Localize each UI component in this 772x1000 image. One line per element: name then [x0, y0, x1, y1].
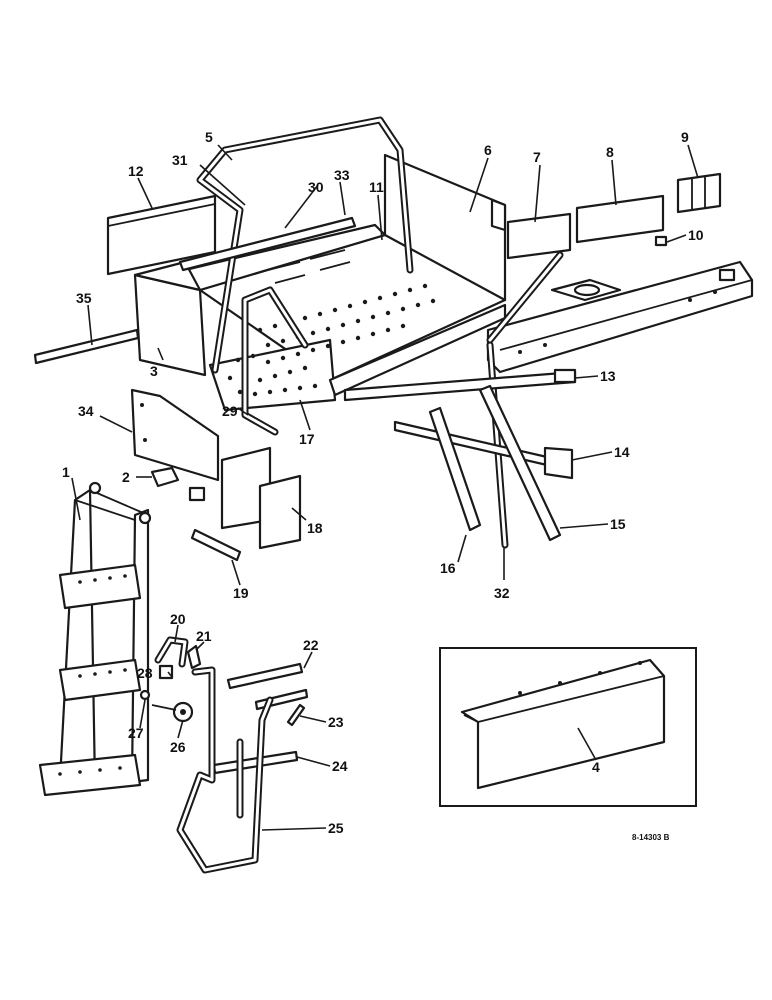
callout-31: 31 [172, 152, 188, 168]
plate-9 [676, 172, 722, 214]
clip-2 [150, 466, 180, 488]
plate-8 [575, 194, 665, 244]
callout-25: 25 [328, 820, 344, 836]
callout-28: 28 [137, 665, 153, 681]
ladder-1 [38, 481, 152, 797]
platform-floor [133, 153, 507, 412]
leader-lines [71, 144, 699, 831]
callout-19: 19 [233, 585, 249, 601]
bar-24 [212, 750, 299, 775]
callout-5: 5 [205, 129, 213, 145]
strip-19 [190, 528, 242, 562]
strap-16 [428, 406, 482, 532]
callout-11: 11 [369, 179, 384, 195]
callout-16: 16 [440, 560, 456, 576]
callout-9: 9 [681, 129, 689, 145]
bracket-34 [130, 388, 220, 482]
washer-27 [139, 689, 151, 701]
callout-3: 3 [150, 363, 158, 379]
bolt-21 [186, 644, 202, 670]
callouts: 5 6 7 8 9 10 11 12 13 14 15 16 17 18 19 … [62, 129, 704, 842]
u-bolt-20 [154, 636, 189, 668]
callout-14: 14 [614, 444, 630, 460]
callout-15: 15 [610, 516, 626, 532]
callout-18: 18 [307, 520, 323, 536]
frame-rail [486, 260, 754, 374]
callout-21: 21 [196, 628, 212, 644]
callout-35: 35 [76, 290, 92, 306]
callout-29: 29 [222, 403, 238, 419]
callout-12: 12 [128, 163, 144, 179]
callout-30: 30 [308, 179, 324, 195]
spring-26 [151, 701, 194, 723]
step-loop-25 [176, 666, 274, 874]
brace-13 [343, 368, 577, 402]
callout-27: 27 [128, 725, 144, 741]
callout-32: 32 [494, 585, 510, 601]
clip-small [188, 486, 206, 502]
drawing-code: 8-14303 B [632, 833, 670, 842]
handrail-29 [241, 286, 309, 436]
callout-10: 10 [688, 227, 704, 243]
callout-7: 7 [533, 149, 541, 165]
callout-1: 1 [62, 464, 70, 480]
callout-4: 4 [592, 759, 600, 775]
callout-22: 22 [303, 637, 319, 653]
callout-23: 23 [328, 714, 344, 730]
callout-24: 24 [332, 758, 348, 774]
gusset-18 [220, 446, 302, 550]
nut-28 [158, 664, 174, 680]
callout-17: 17 [299, 431, 315, 447]
inset-detail [439, 647, 697, 807]
callout-13: 13 [600, 368, 616, 384]
callout-6: 6 [484, 142, 492, 158]
callout-33: 33 [334, 167, 350, 183]
callout-8: 8 [606, 144, 614, 160]
callout-2: 2 [122, 469, 130, 485]
brace-14 [393, 420, 574, 480]
rail-bar-33 [178, 216, 357, 272]
plate-7 [506, 212, 572, 260]
callout-26: 26 [170, 739, 186, 755]
spring-23 [286, 703, 306, 727]
handrail-5 [196, 116, 414, 374]
callout-20: 20 [170, 611, 186, 627]
nut-10 [654, 235, 668, 247]
strip-15 [478, 384, 562, 542]
callout-34: 34 [78, 403, 94, 419]
strip-35 [33, 328, 140, 365]
